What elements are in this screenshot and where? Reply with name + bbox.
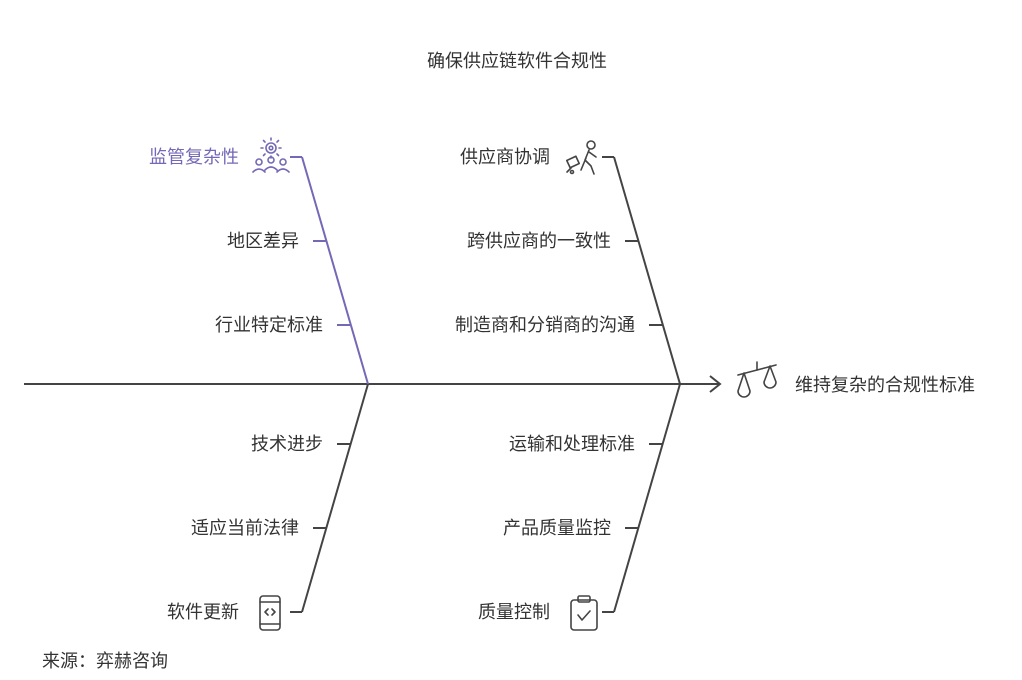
cause-label: 跨供应商的一致性: [467, 231, 611, 252]
clipboard-check-icon: [570, 595, 598, 631]
balance-scale-icon: [737, 361, 777, 398]
spine-arrowhead: [709, 375, 722, 393]
branch-bottom-left: 技术进步 适应当前法律 软件更新: [167, 383, 369, 631]
cause-label: 产品质量监控: [503, 518, 611, 539]
effect-head: 维持复杂的合规性标准: [737, 361, 975, 398]
cause-label: 适应当前法律: [191, 518, 299, 539]
branch-bottom-right-bone: [613, 383, 681, 613]
branch-bottom-left-label: 软件更新: [167, 602, 239, 623]
branch-top-left-label: 监管复杂性: [149, 147, 239, 168]
delivery-person-icon: [565, 140, 597, 175]
branch-top-right: 供应商协调 跨供应商的一致性 制造商和分销商的沟通: [455, 140, 681, 385]
branch-top-left-bone: [301, 156, 369, 385]
branch-top-left: 监管复杂性 地区差异 行业特定标准: [149, 137, 369, 385]
mobile-code-icon: [259, 595, 281, 631]
effect-label: 维持复杂的合规性标准: [795, 375, 975, 396]
branch-top-right-label: 供应商协调: [460, 147, 550, 168]
cause-label: 制造商和分销商的沟通: [455, 315, 635, 336]
branch-bottom-right-label: 质量控制: [478, 602, 550, 623]
branch-bottom-left-bone: [301, 383, 369, 613]
branch-top-right-bone: [613, 156, 681, 385]
source-note: 来源：弈赫咨询: [42, 651, 168, 672]
cause-label: 运输和处理标准: [509, 434, 635, 455]
diagram-title: 确保供应链软件合规性: [427, 51, 607, 72]
branch-bottom-right: 运输和处理标准 产品质量监控 质量控制: [478, 383, 681, 631]
gear-people-icon: [252, 137, 290, 173]
cause-label: 地区差异: [227, 231, 299, 252]
cause-label: 行业特定标准: [215, 315, 323, 336]
cause-label: 技术进步: [251, 434, 323, 455]
